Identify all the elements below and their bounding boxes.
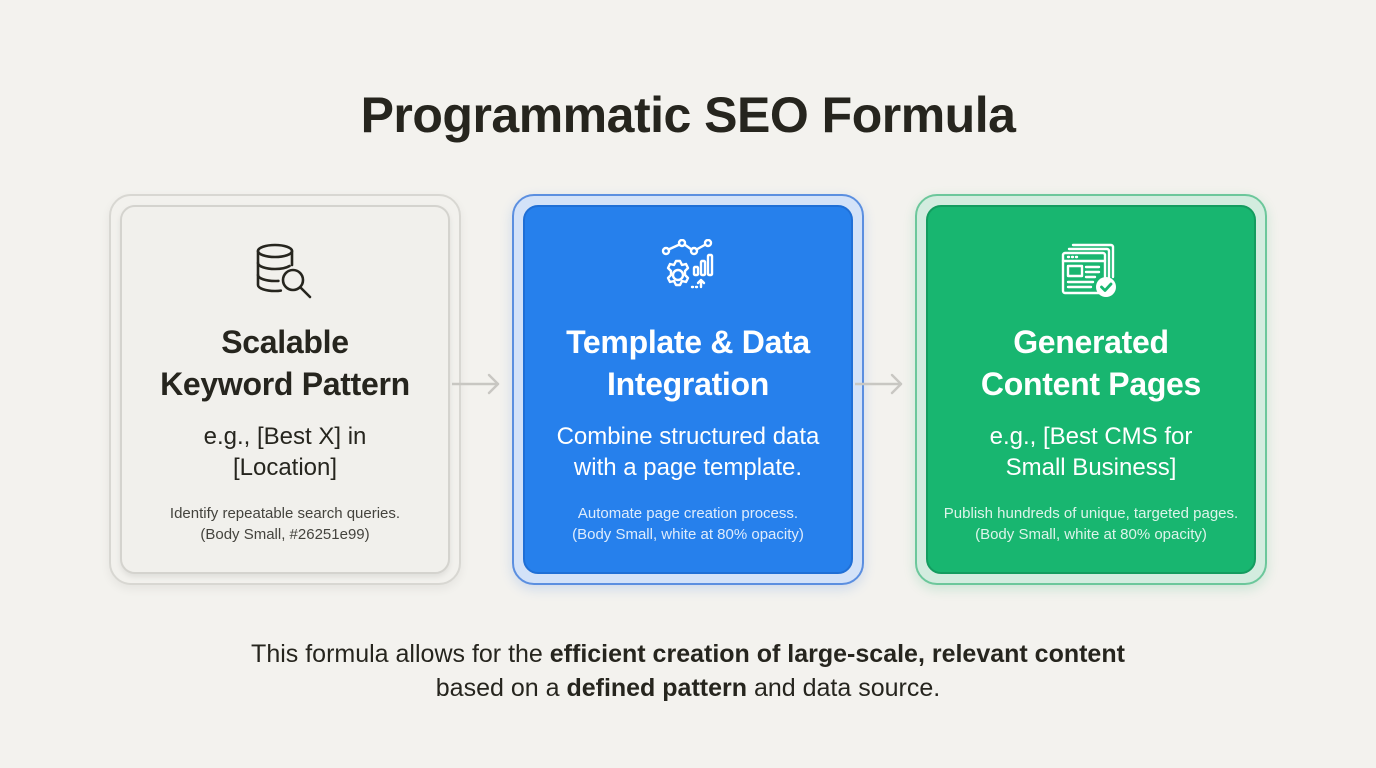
step-card-template-data: Template & Data Integration Combine stru…	[512, 194, 864, 585]
step-card-keyword-pattern: Scalable Keyword Pattern e.g., [Best X] …	[109, 194, 461, 585]
card-body-line: Automate page creation process.	[577, 505, 799, 522]
card-example: e.g., [Best CMS for Small Business]	[990, 421, 1193, 483]
card-body-line: (Body Small, white at 80% opacity)	[572, 526, 804, 543]
card-body: Identify repeatable search queries. (Bod…	[170, 503, 400, 545]
footer-emphasis: defined pattern	[566, 674, 748, 702]
card-title-line: Generated	[1013, 324, 1169, 360]
card-inner: Generated Content Pages e.g., [Best CMS …	[926, 205, 1256, 574]
footer-text: based on a	[435, 674, 567, 702]
card-example-line: [Location]	[232, 454, 338, 481]
card-title: Template & Data Integration	[566, 321, 810, 405]
card-title: Scalable Keyword Pattern	[160, 321, 410, 405]
card-body: Automate page creation process. (Body Sm…	[572, 503, 804, 545]
card-example: e.g., [Best X] in [Location]	[204, 421, 367, 483]
card-title-line: Template & Data	[566, 324, 810, 360]
card-title-line: Keyword Pattern	[160, 366, 410, 402]
card-body-line: Publish hundreds of unique, targeted pag…	[943, 505, 1239, 522]
footer-line-1: This formula allows for the efficient cr…	[0, 637, 1376, 671]
card-inner: Scalable Keyword Pattern e.g., [Best X] …	[120, 205, 450, 574]
card-title: Generated Content Pages	[981, 321, 1201, 405]
card-example-line: with a page template.	[573, 454, 803, 481]
card-body-line: (Body Small, #26251e99)	[200, 526, 370, 543]
footer-line-2: based on a defined pattern and data sour…	[0, 671, 1376, 705]
footer-text: and data source.	[747, 674, 941, 702]
card-example-line: Small Business]	[1005, 454, 1177, 481]
card-title-line: Integration	[606, 366, 770, 402]
arrow-right-icon	[855, 373, 903, 395]
page-title: Programmatic SEO Formula	[360, 87, 1016, 143]
card-body-line: (Body Small, white at 80% opacity)	[975, 526, 1207, 543]
pages-check-icon	[1061, 243, 1116, 297]
database-search-icon	[256, 243, 312, 299]
card-title-line: Content Pages	[980, 366, 1202, 402]
gear-chart-icon	[661, 239, 714, 289]
footer-summary: This formula allows for the efficient cr…	[0, 637, 1376, 705]
arrow-right-icon	[452, 373, 500, 395]
card-inner: Template & Data Integration Combine stru…	[523, 205, 853, 574]
footer-emphasis: efficient creation of large-scale, relev…	[549, 640, 1125, 668]
card-example-line: Combine structured data	[556, 423, 820, 450]
card-body: Publish hundreds of unique, targeted pag…	[944, 503, 1238, 545]
step-card-generated-pages: Generated Content Pages e.g., [Best CMS …	[915, 194, 1267, 585]
card-example-line: e.g., [Best CMS for	[989, 423, 1193, 450]
card-example: Combine structured data with a page temp…	[557, 421, 820, 483]
card-title-line: Scalable	[221, 324, 349, 360]
card-body-line: Identify repeatable search queries.	[169, 505, 401, 522]
card-example-line: e.g., [Best X] in	[203, 423, 367, 450]
footer-text: This formula allows for the	[251, 640, 550, 668]
